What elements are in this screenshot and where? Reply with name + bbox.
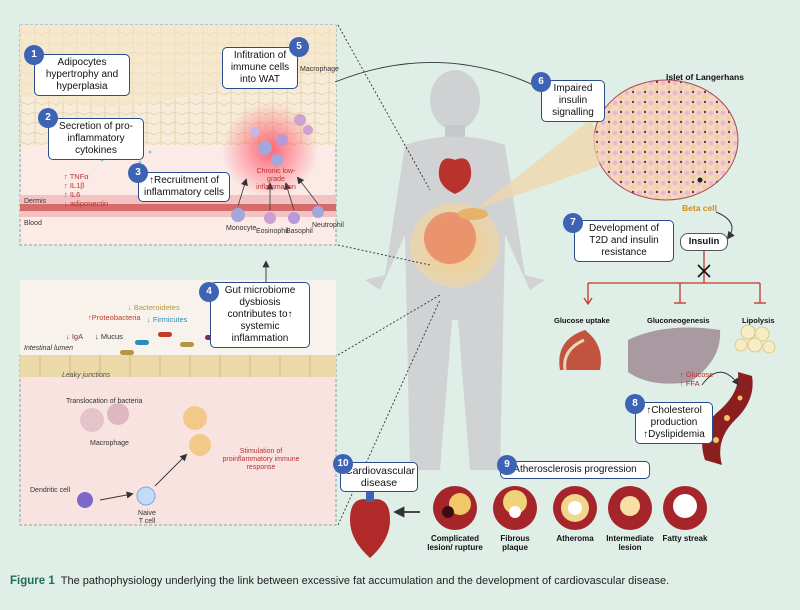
basophil-label: Basophil bbox=[286, 228, 313, 235]
step-10-box: Cardiovascular disease bbox=[340, 462, 418, 492]
glucose-increase: ↑ Glucose bbox=[680, 370, 714, 379]
wat-macrophage-label: Macrophage bbox=[300, 66, 339, 73]
step-6-box: Impaired insulin signalling bbox=[541, 80, 605, 122]
stage-atheroma: Atheroma bbox=[556, 534, 594, 543]
step-1-box: Adipocytes hypertrophy and hyperplasia bbox=[34, 54, 130, 96]
mucus-label: ↓ Mucus bbox=[95, 332, 123, 341]
insulin-badge: Insulin bbox=[680, 233, 728, 251]
step-6-text: Impaired insulin signalling bbox=[552, 83, 594, 118]
step-9-number: 9 bbox=[497, 455, 517, 475]
inflammation-label: Chronic low-grade inflammation bbox=[256, 168, 296, 191]
insulin-pathway bbox=[583, 246, 766, 306]
step-4-box: Gut microbiome dysbiosis contributes to↑… bbox=[210, 282, 310, 348]
lipolysis-label: Lipolysis bbox=[742, 316, 775, 325]
step-5-box: Infitration of immune cells into WAT bbox=[222, 47, 298, 89]
human-body bbox=[365, 70, 545, 470]
step-9-box: Atherosclerosis progression bbox=[500, 461, 650, 479]
stage-intermediate-lesion: Intermediate lesion bbox=[606, 534, 654, 552]
heart-illustration bbox=[350, 488, 390, 558]
step-2-text: Secretion of pro-inflammatory cytokines bbox=[59, 121, 133, 156]
connector-wat-insulin bbox=[334, 61, 542, 89]
block-x-icon bbox=[697, 264, 711, 278]
step-10-number: 10 bbox=[333, 454, 353, 474]
bacteroidetes-label: ↓ Bacteroidetes bbox=[128, 303, 180, 312]
cytokine-list: ↑ TNFα ↑ IL1β ↑ IL6 ↓ adiponectin bbox=[64, 172, 108, 208]
cytokine-tnfa: ↑ TNFα bbox=[64, 172, 89, 181]
step-2-number: 2 bbox=[38, 108, 58, 128]
step-4-number: 4 bbox=[199, 282, 219, 302]
artery-lipids bbox=[701, 371, 753, 465]
iga-label: ↓ IgA bbox=[66, 332, 84, 341]
atherosclerosis-sections bbox=[433, 486, 707, 530]
step-7-text: Development of T2D and insulin resistanc… bbox=[588, 223, 660, 258]
step-1-number: 1 bbox=[24, 45, 44, 65]
stimulation-label: Stimulation of proinflammatory immune re… bbox=[222, 448, 300, 471]
step-7-number: 7 bbox=[563, 213, 583, 233]
gluconeogenesis-label: Gluconeogenesis bbox=[647, 316, 710, 325]
figure-caption: Figure 1 The pathophysiology underlying t… bbox=[10, 575, 790, 587]
caption-text: The pathophysiology underlying the link … bbox=[60, 575, 670, 587]
stage-complicated-lesion: Complicated lesion/ rupture bbox=[427, 534, 483, 552]
step-6-number: 6 bbox=[531, 72, 551, 92]
liver bbox=[628, 327, 721, 384]
step-1-text: Adipocytes hypertrophy and hyperplasia bbox=[45, 57, 119, 92]
step-3-box: ↑Recruitment of inflammatory cells bbox=[138, 172, 230, 202]
caption-label: Figure 1 bbox=[10, 575, 55, 587]
blood-label: Blood bbox=[24, 220, 42, 227]
stage-fibrous-plaque: Fibrous plaque bbox=[500, 534, 530, 552]
cytokine-il6: ↑ IL6 bbox=[64, 190, 81, 199]
step-3-text: ↑Recruitment of inflammatory cells bbox=[143, 175, 225, 198]
proteobacteria-label: ↑Proteobacteria bbox=[88, 313, 141, 322]
dendritic-cell-label: Dendritic cell bbox=[30, 487, 71, 494]
step-3-number: 3 bbox=[128, 163, 148, 183]
stage-fatty-streak: Fatty streak bbox=[662, 534, 708, 543]
firmicutes-label: ↓ Firmicutes bbox=[147, 315, 188, 324]
naive-t-cell-label: Naive T cell bbox=[138, 510, 156, 525]
step-9-text: Atherosclerosis progression bbox=[513, 464, 637, 475]
neutrophil-label: Neutrophil bbox=[312, 222, 344, 229]
step-2-box: Secretion of pro-inflammatory cytokines bbox=[48, 118, 144, 160]
ffa-increase: ↑ FFA bbox=[680, 379, 700, 388]
step-8-text: ↑Cholesterol production ↑Dyslipidemia bbox=[643, 405, 705, 440]
monocyte-label: Monocyte bbox=[226, 225, 257, 232]
step-5-number: 5 bbox=[289, 37, 309, 57]
intestinal-lumen-label: Intestinal lumen bbox=[24, 345, 74, 352]
gut-macrophage-label: Macrophage bbox=[90, 440, 129, 447]
beta-cell-label: Beta cell bbox=[682, 203, 717, 213]
dermis-label: Dermis bbox=[24, 198, 47, 205]
translocation-label: Translocation of bacteria bbox=[66, 398, 143, 405]
step-4-text: Gut microbiome dysbiosis contributes to↑… bbox=[224, 285, 296, 344]
cytokine-il1b: ↑ IL1β bbox=[64, 181, 85, 190]
step-5-text: Infitration of immune cells into WAT bbox=[230, 50, 290, 85]
connector-body-wat bbox=[337, 24, 431, 266]
islet-label: Islet of Langerhans bbox=[666, 72, 744, 82]
islet-of-langerhans bbox=[475, 79, 739, 210]
step-8-number: 8 bbox=[625, 394, 645, 414]
adipose-cells bbox=[734, 324, 776, 354]
muscle-tissue bbox=[559, 330, 601, 371]
step-8-box: ↑Cholesterol production ↑Dyslipidemia bbox=[635, 402, 713, 444]
leaky-junctions-label: Leaky junctions bbox=[62, 372, 111, 379]
eosinophil-label: Eosinophil bbox=[256, 228, 289, 235]
cytokine-adiponectin: ↓ adiponectin bbox=[64, 199, 109, 208]
glucose-uptake-label: Glucose uptake bbox=[554, 316, 610, 325]
step-7-box: Development of T2D and insulin resistanc… bbox=[574, 220, 674, 262]
step-10-text: Cardiovascular disease bbox=[345, 465, 416, 489]
liver-effects: ↑ Glucose ↑ FFA bbox=[680, 370, 713, 388]
